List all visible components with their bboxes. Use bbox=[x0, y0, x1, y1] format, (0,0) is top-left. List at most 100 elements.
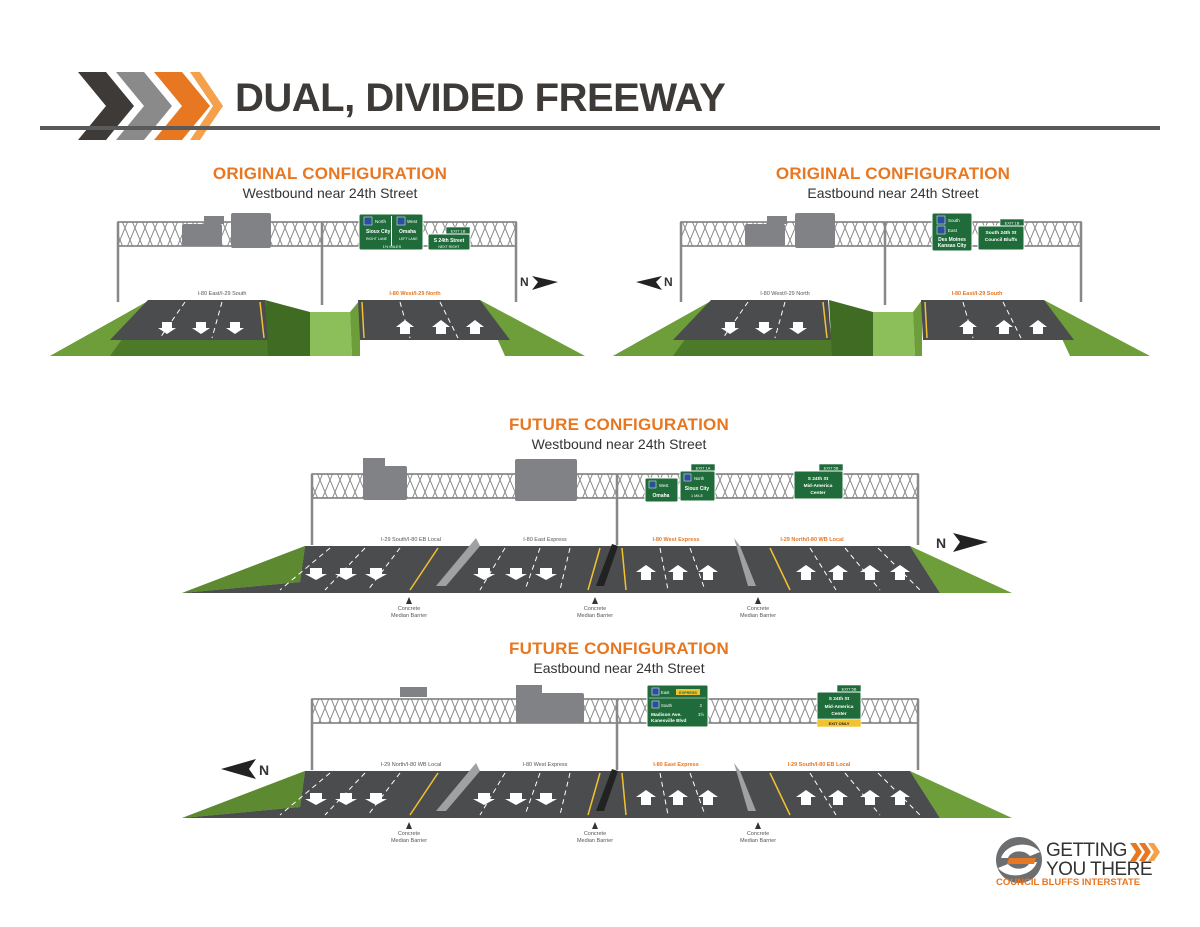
section-3-header: FUTURE CONFIGURATION Westbound near 24th… bbox=[459, 415, 779, 452]
exit-sign bbox=[977, 225, 1025, 251]
lane-label: I-80 West Express bbox=[523, 762, 568, 768]
section-4-diagram: East EXPRESS South 2 Madison Ave. Kanesv… bbox=[182, 684, 1012, 844]
sign-text: East bbox=[661, 690, 670, 695]
guide-sign bbox=[646, 684, 709, 728]
median-barrier bbox=[436, 538, 480, 586]
sign-text: EXIT 5B bbox=[824, 466, 839, 471]
sign-text: Center bbox=[810, 490, 825, 496]
north-label: N bbox=[936, 535, 946, 551]
sign-text: Madison Ave. bbox=[651, 712, 682, 718]
lane-label: I-29 North/I-80 WB Local bbox=[381, 762, 442, 768]
logo-line-1: GETTING bbox=[1046, 840, 1127, 861]
north-arrow-icon bbox=[221, 759, 256, 779]
north-label: N bbox=[520, 275, 529, 289]
lane-label: I-80 East Express bbox=[653, 762, 699, 768]
lane-label: I-80 East/I-29 South bbox=[198, 291, 247, 297]
exit-sign bbox=[793, 470, 844, 500]
section-3-subheading: Westbound near 24th Street bbox=[531, 436, 707, 452]
sign-text: Kansas City bbox=[938, 243, 967, 249]
sign-back bbox=[516, 693, 584, 723]
sign-text: East bbox=[948, 228, 958, 233]
lane-label: I-80 West/I-29 North bbox=[760, 291, 809, 297]
sign-text: South bbox=[948, 218, 960, 223]
logo-chevrons-icon bbox=[1130, 843, 1160, 861]
section-1-diagram: North West Sioux City Omaha RIGHT LANE L… bbox=[50, 213, 585, 356]
sign-text: Sioux City bbox=[366, 229, 391, 235]
lane-label: I-29 South/I-80 EB Local bbox=[788, 762, 851, 768]
lane-label: I-29 North/I-80 WB Local bbox=[780, 537, 844, 543]
sign-text: EXPRESS bbox=[679, 691, 697, 695]
sign-text: Kanesville Blvd bbox=[651, 718, 687, 724]
sign-text: RIGHT LANE bbox=[366, 237, 388, 241]
north-label: N bbox=[664, 275, 673, 289]
section-2-heading: ORIGINAL CONFIGURATION bbox=[775, 164, 1011, 183]
page-title: DUAL, DIVIDED FREEWAY bbox=[235, 76, 726, 120]
barrier-label: Median Barrier bbox=[740, 838, 776, 844]
sign-text: West bbox=[407, 219, 418, 224]
sign-text: Council Bluffs bbox=[985, 237, 1018, 243]
median-barrier bbox=[734, 763, 756, 811]
sign-text: West bbox=[659, 483, 669, 488]
section-4-subheading: Eastbound near 24th Street bbox=[533, 660, 705, 676]
sign-text: NEXT RIGHT bbox=[438, 245, 460, 249]
lane-label: I-80 East Express bbox=[523, 537, 567, 543]
north-arrow-icon bbox=[953, 533, 988, 552]
sign-text: Mid-America bbox=[804, 483, 833, 489]
roadway bbox=[673, 300, 831, 340]
sign-text: North bbox=[694, 476, 705, 481]
sign-text: EXIT 1A bbox=[696, 466, 711, 471]
section-1-heading: ORIGINAL CONFIGURATION bbox=[212, 164, 448, 183]
section-4-heading: FUTURE CONFIGURATION bbox=[509, 639, 729, 658]
section-2-header: ORIGINAL CONFIGURATION Eastbound near 24… bbox=[733, 164, 1053, 201]
sign-text: Mid-America bbox=[825, 704, 854, 710]
barrier-label: Median Barrier bbox=[577, 613, 613, 619]
median-barrier bbox=[734, 538, 756, 586]
barrier-label: Concrete bbox=[584, 831, 606, 837]
sign-text: Center bbox=[831, 711, 846, 717]
north-arrow-icon bbox=[532, 276, 558, 290]
north-arrow-icon bbox=[636, 276, 662, 290]
sign-back bbox=[363, 466, 407, 500]
logo-line-2: YOU THERE bbox=[1046, 859, 1153, 880]
sign-text: North bbox=[375, 219, 387, 224]
median-barrier bbox=[436, 763, 480, 811]
section-2-diagram: South East Des Moines Kansas City EXIT 1… bbox=[613, 212, 1150, 356]
sign-text: S 24th St bbox=[808, 476, 829, 482]
sign-back bbox=[795, 213, 835, 248]
barrier-label: Concrete bbox=[747, 606, 769, 612]
sign-text: EXIT 5B bbox=[842, 687, 857, 692]
barrier-label: Concrete bbox=[398, 831, 420, 837]
sign-back bbox=[400, 687, 427, 697]
median-barrier bbox=[596, 544, 618, 586]
lane-label: I-80 East/I-29 South bbox=[952, 291, 1003, 297]
exit-sign bbox=[427, 233, 471, 251]
sign-text: EXIT 1B bbox=[451, 229, 466, 234]
sign-text: South bbox=[661, 703, 673, 708]
section-3-diagram: West Omaha EXIT 1A North Sioux City 1 MI… bbox=[182, 458, 1012, 619]
sign-text: S 24th St bbox=[829, 696, 850, 702]
sign-text: 1½ MILES bbox=[383, 244, 402, 249]
sign-text: EXIT ONLY bbox=[829, 721, 850, 726]
sign-text: LEFT LANE bbox=[399, 237, 418, 241]
sign-back bbox=[745, 224, 785, 246]
logo-line-3: COUNCIL BLUFFS INTERSTATE bbox=[996, 877, 1141, 888]
north-label: N bbox=[259, 762, 269, 778]
barrier-label: Median Barrier bbox=[391, 613, 427, 619]
title-rule bbox=[40, 126, 1160, 130]
sign-text: 3½ bbox=[698, 712, 704, 717]
lane-label: I-80 West/I-29 North bbox=[389, 291, 441, 297]
barrier-label: Concrete bbox=[747, 831, 769, 837]
barrier-label: Median Barrier bbox=[391, 838, 427, 844]
section-1-subheading: Westbound near 24th Street bbox=[242, 185, 418, 201]
sign-text: S 24th Street bbox=[434, 238, 465, 244]
sign-text: Omaha bbox=[653, 493, 670, 499]
lane-label: I-29 South/I-80 EB Local bbox=[381, 537, 441, 543]
barrier-label: Concrete bbox=[584, 606, 606, 612]
section-1-header: ORIGINAL CONFIGURATION Westbound near 24… bbox=[170, 164, 490, 201]
barrier-label: Median Barrier bbox=[577, 838, 613, 844]
sign-text: Omaha bbox=[399, 229, 416, 235]
logo-swirl-icon bbox=[996, 837, 1042, 883]
sign-text: 2 bbox=[700, 703, 703, 708]
sign-back bbox=[231, 213, 271, 248]
